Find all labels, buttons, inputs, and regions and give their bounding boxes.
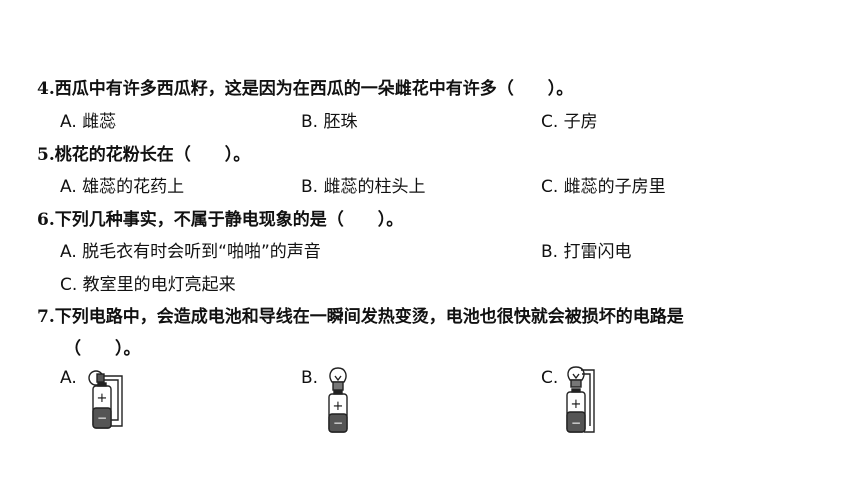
question-4: 4.西瓜中有许多西瓜籽，这是因为在西瓜的一朵雌花中有许多（ ）。: [37, 74, 573, 99]
question-5: 5.桃花的花粉长在（ ）。: [37, 140, 250, 165]
battery-minus-label: −: [571, 416, 581, 430]
q5-option-c[interactable]: C. 雌蕊的子房里: [541, 177, 666, 197]
battery-plus-label: +: [97, 391, 108, 406]
battery-plus-label: +: [333, 399, 344, 414]
q6-option-b[interactable]: B. 打雷闪电: [541, 242, 632, 262]
q4-option-a[interactable]: A. 雌蕊: [60, 112, 117, 132]
question-number: 7.: [37, 307, 55, 327]
circuit-b-diagram[interactable]: + −: [320, 364, 360, 436]
question-7: 7.下列电路中，会造成电池和导线在一瞬间发热变烫，电池也很快就会被损坏的电路是: [37, 302, 684, 327]
q7-option-b[interactable]: B.: [301, 368, 319, 388]
battery-minus-label: −: [97, 411, 107, 425]
question-number: 5.: [37, 145, 55, 165]
question-text: 桃花的花粉长在（ ）。: [54, 145, 251, 165]
q7-option-a[interactable]: A.: [60, 368, 77, 388]
circuit-a-diagram[interactable]: + −: [80, 364, 130, 432]
circuit-c-diagram[interactable]: + −: [560, 364, 608, 436]
question-text: 西瓜中有许多西瓜籽，这是因为在西瓜的一朵雌花中有许多（ ）。: [54, 79, 574, 99]
battery-plus-label: +: [571, 397, 582, 412]
question-number: 6.: [37, 210, 55, 230]
question-7-continuation: （ ）。: [64, 339, 141, 359]
question-text: 下列电路中，会造成电池和导线在一瞬间发热变烫，电池也很快就会被损坏的电路是: [54, 307, 684, 327]
q4-option-c[interactable]: C. 子房: [541, 112, 598, 132]
q6-option-c[interactable]: C. 教室里的电灯亮起来: [60, 275, 236, 295]
q6-option-a[interactable]: A. 脱毛衣有时会听到“啪啪”的声音: [60, 242, 321, 262]
q5-option-b[interactable]: B. 雌蕊的柱头上: [301, 177, 426, 197]
question-text: 下列几种事实，不属于静电现象的是（ ）。: [54, 210, 404, 230]
q7-option-c[interactable]: C.: [541, 368, 559, 388]
q5-option-a[interactable]: A. 雄蕊的花药上: [60, 177, 185, 197]
bulb-icon: [567, 366, 585, 381]
bulb-icon: [329, 367, 347, 383]
q4-option-b[interactable]: B. 胚珠: [301, 112, 358, 132]
question-number: 4.: [37, 79, 55, 99]
battery-minus-label: −: [333, 416, 343, 430]
question-6: 6.下列几种事实，不属于静电现象的是（ ）。: [37, 205, 403, 230]
